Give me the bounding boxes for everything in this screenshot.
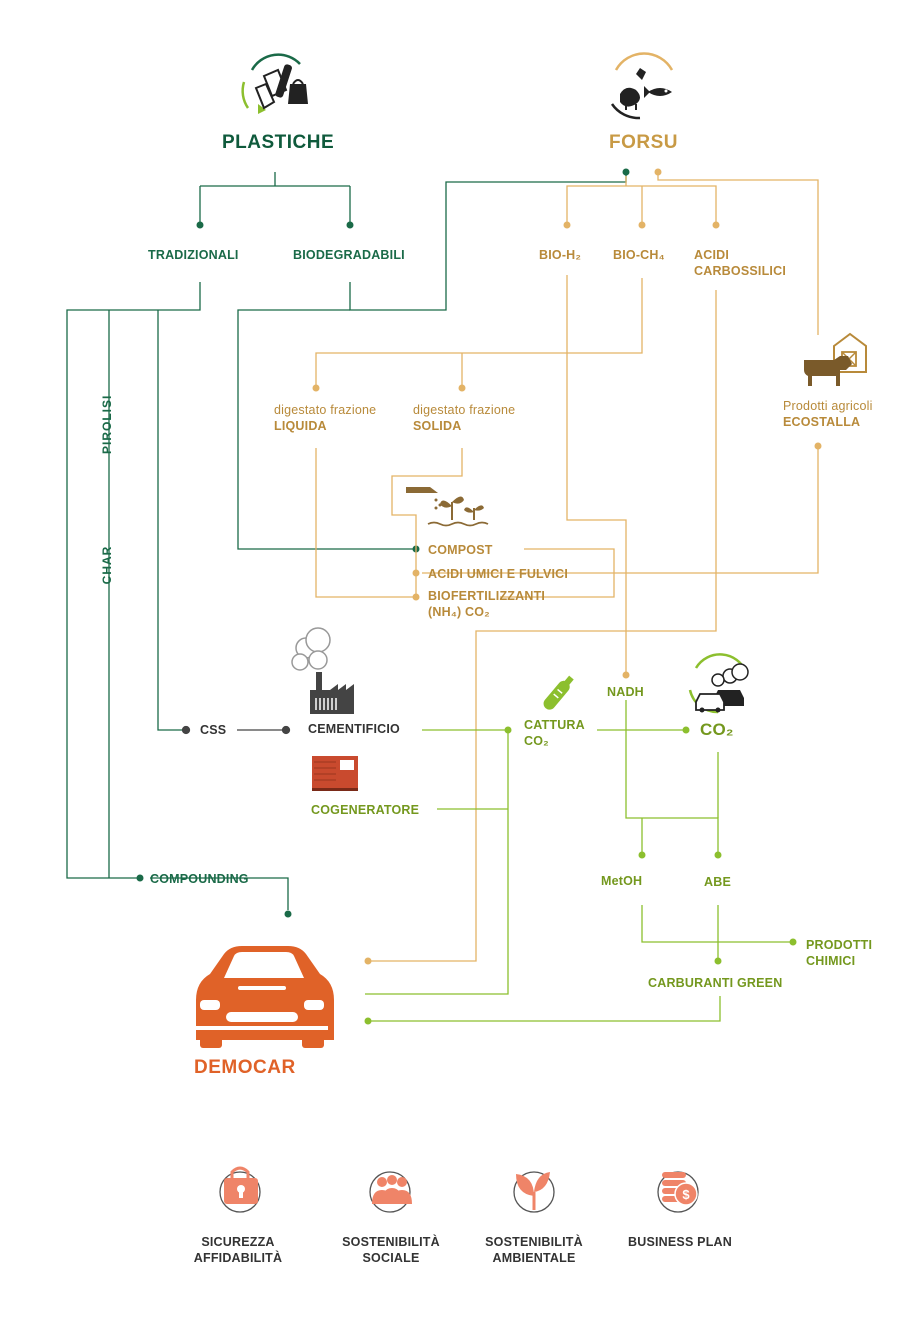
pillar-sostenibilita-ambientale: SOSTENIBILITÀ AMBIENTALE (485, 1235, 583, 1265)
fertilizer-plant-icon (406, 487, 489, 527)
acidi-umici-label: ACIDI UMICI E FULVICI (428, 567, 569, 581)
digestato-solida-label: digestato frazione SOLIDA (413, 403, 516, 433)
carburanti-green-label: CARBURANTI GREEN (648, 976, 783, 990)
coins-icon: $ (657, 1171, 699, 1213)
people-icon (369, 1171, 412, 1213)
cogenerator-icon (312, 756, 358, 791)
biofertilizzanti-label: BIOFERTILIZZANTI (NH₄) CO₂ (428, 589, 546, 619)
char-label: CHAR (100, 545, 114, 585)
cattura-co2-label: CATTURA CO₂ (524, 718, 585, 748)
democar-title: DEMOCAR (194, 1057, 296, 1078)
pillar-business-plan: BUSINESS PLAN (627, 1235, 732, 1249)
cementificio-label: CEMENTIFICIO (308, 722, 400, 736)
car-icon (196, 946, 334, 1048)
css-connector (181, 725, 291, 735)
bio-h2-label: BIO-H₂ (539, 248, 582, 262)
capture-connectors (365, 700, 790, 1022)
acidi-carbossilici-label: ACIDI CARBOSSILICI (694, 248, 786, 278)
gas-cylinder-icon (543, 675, 574, 710)
co2-label: CO₂ (700, 720, 734, 739)
plastic-connectors (66, 172, 627, 910)
lock-icon (219, 1166, 261, 1213)
forsu-connectors (315, 172, 819, 962)
forsu-dots (312, 168, 822, 965)
cement-factory-icon (291, 627, 354, 714)
css-label: CSS (200, 723, 227, 737)
cogeneratore-label: COGENERATORE (311, 803, 420, 817)
car-emissions-icon (688, 653, 749, 714)
plastic-dots (136, 168, 630, 918)
capture-dots (364, 726, 797, 1025)
biodegradabili-label: BIODEGRADABILI (293, 248, 405, 262)
plastiche-title: PLASTICHE (222, 132, 335, 153)
metoh-label: MetOH (601, 874, 643, 888)
bio-ch4-label: BIO-CH₄ (613, 248, 665, 262)
tradizionali-label: TRADIZIONALI (148, 248, 239, 262)
pillar-sicurezza: SICUREZZA AFFIDABILITÀ (193, 1235, 283, 1265)
digestato-liquida-label: digestato frazione LIQUIDA (274, 403, 377, 433)
pirolisi-label: PIROLISI (100, 394, 114, 454)
cow-barn-icon (804, 332, 867, 386)
forsu-title: FORSU (609, 132, 678, 153)
prodotti-agricoli-label: Prodotti agricoli ECOSTALLA (783, 399, 873, 429)
prodotti-chimici-label: PRODOTTI CHIMICI (806, 938, 873, 968)
abe-label: ABE (704, 875, 731, 889)
nadh-label: NADH (607, 685, 644, 699)
compounding-label: COMPOUNDING (150, 872, 249, 886)
recycling-plastic-icon (241, 53, 308, 114)
compost-label: COMPOST (428, 543, 493, 557)
pillar-sostenibilita-sociale: SOSTENIBILITÀ SOCIALE (342, 1235, 440, 1265)
svg-text:$: $ (682, 1187, 690, 1202)
organic-waste-icon (610, 52, 674, 120)
leaf-sprout-icon (513, 1171, 555, 1213)
